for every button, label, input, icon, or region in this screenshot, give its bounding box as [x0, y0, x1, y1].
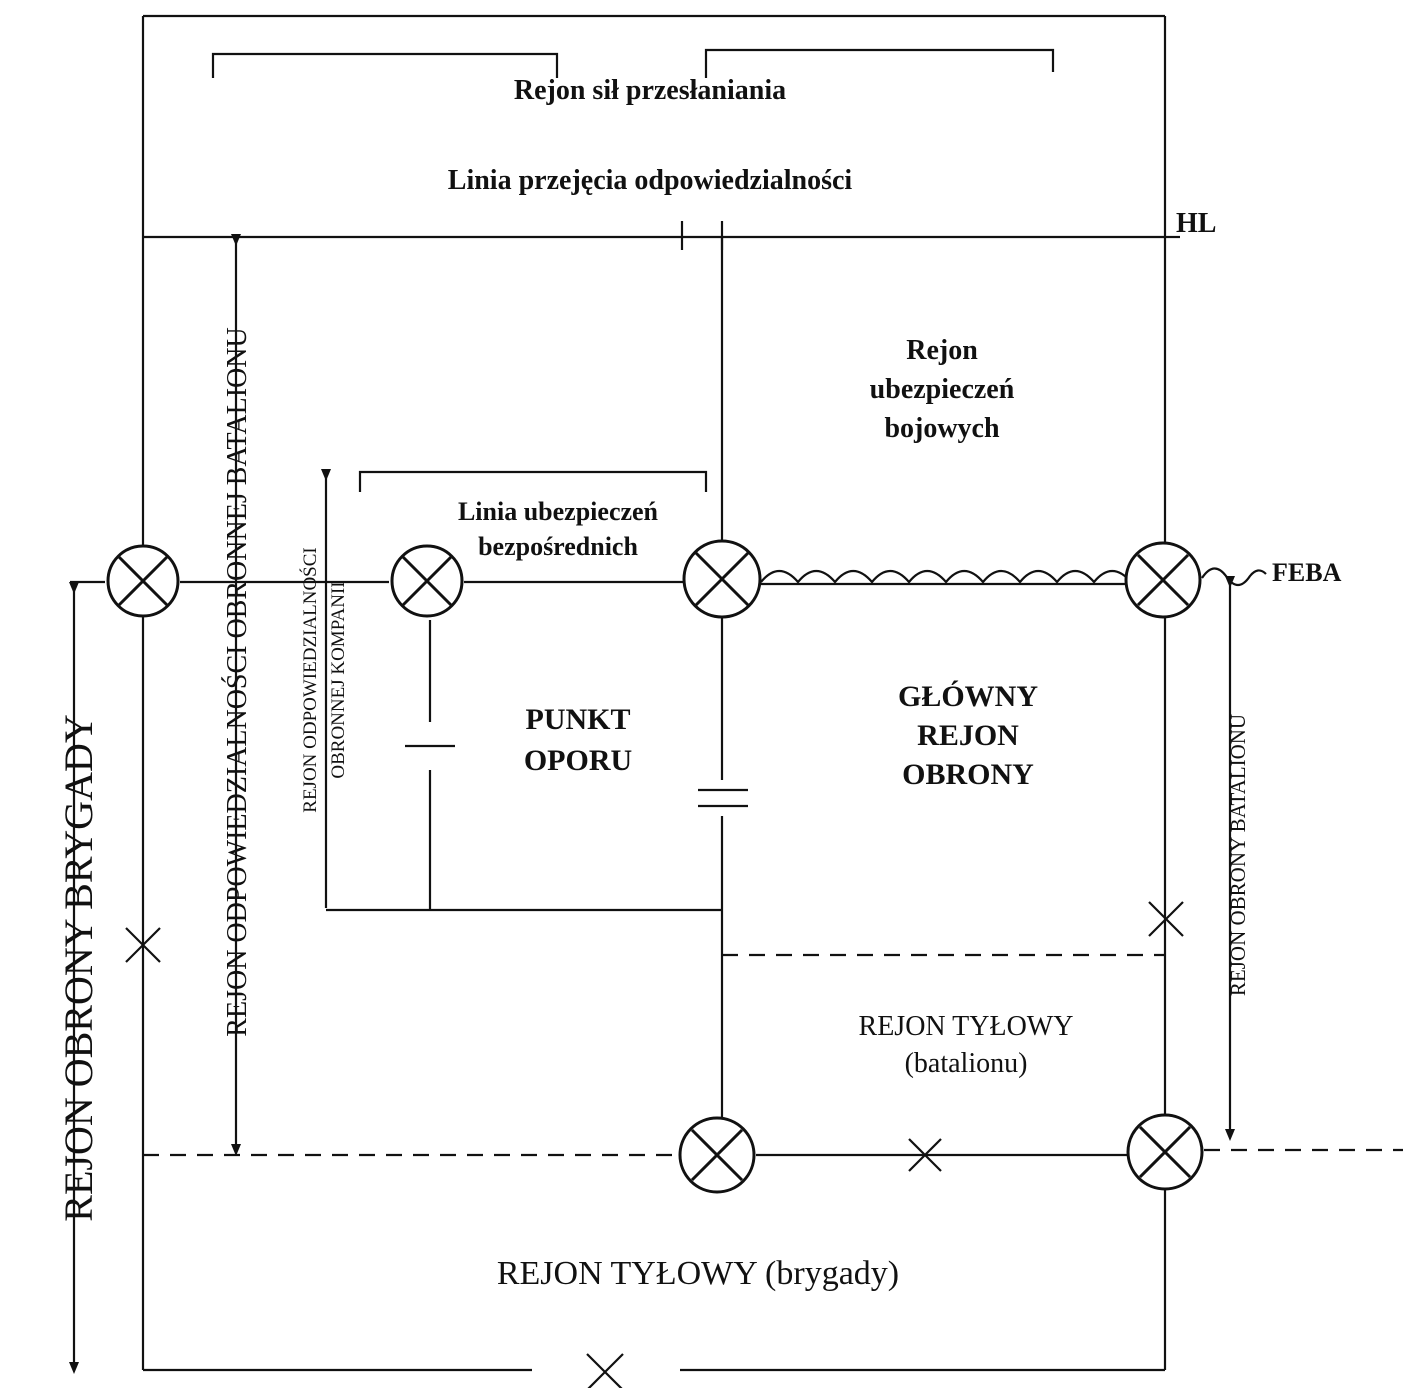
security-area-label-line3: bojowych [884, 413, 1000, 444]
brigade-defense-area-label: REJON OBRONY BRYGADY [56, 714, 101, 1221]
x-mark-icon [586, 1353, 624, 1388]
x-mark-icon [125, 927, 161, 963]
boundary-markers [125, 901, 1184, 1388]
company-responsibility-area-label-line1: REJON ODPOWIEDZIALNOŚCI [299, 547, 321, 812]
center-boundary-ticks [698, 788, 748, 808]
contact-points [106, 539, 1204, 1194]
strongpoint-label-line2: OPORU [524, 744, 632, 777]
feba-line [70, 567, 1267, 587]
handover-line-label: Linia przejęcia odpowiedzialności [448, 165, 853, 196]
circle-cross-icon [106, 544, 180, 618]
circle-cross-icon [678, 1116, 756, 1194]
hl-label: HL [1176, 208, 1216, 239]
x-mark-icon [1148, 901, 1184, 937]
battalion-rear-area-label-line2: (batalionu) [905, 1048, 1028, 1079]
strongpoint-label-line1: PUNKT [526, 703, 631, 736]
company-area-lines [326, 470, 722, 912]
screening-force-area-label: Rejon sił przesłaniania [514, 75, 786, 106]
direct-security-line-label-line1: Linia ubezpieczeń [458, 497, 659, 526]
circle-cross-icon [1126, 1113, 1204, 1191]
main-defense-area-label-line2: REJON [917, 719, 1019, 752]
handover-ticks [680, 221, 724, 250]
main-defense-area-label-line1: GŁÓWNY [898, 680, 1038, 713]
main-defense-area-label-line3: OBRONY [902, 758, 1034, 791]
frame-lines [141, 14, 1167, 1372]
screening-brackets [211, 48, 1055, 78]
circle-cross-icon [1124, 541, 1202, 619]
direct-security-line-label-line2: bezpośrednich [478, 532, 638, 561]
battalion-responsibility-area-label: REJON ODPOWIEDZIALNOŚCI OBRONNEJ BATALIO… [222, 327, 253, 1036]
x-mark-icon [908, 1138, 942, 1172]
dimension-arrows [69, 234, 1235, 1374]
feba-label: FEBA [1272, 558, 1342, 587]
brigade-rear-area-label: REJON TYŁOWY (brygady) [497, 1255, 899, 1292]
circle-cross-icon [682, 539, 762, 619]
security-area-label-line2: ubezpieczeń [870, 374, 1015, 405]
security-area-label-line1: Rejon [906, 335, 978, 366]
company-responsibility-area-label-line2: OBRONNEJ KOMPANII [328, 581, 349, 778]
circle-cross-icon [390, 544, 464, 618]
battalion-defense-area-label: REJON OBRONY BATALIONU [1226, 714, 1250, 996]
brigade-rear-line [143, 1148, 1403, 1157]
battalion-rear-area-label-line1: REJON TYŁOWY [859, 1011, 1074, 1042]
